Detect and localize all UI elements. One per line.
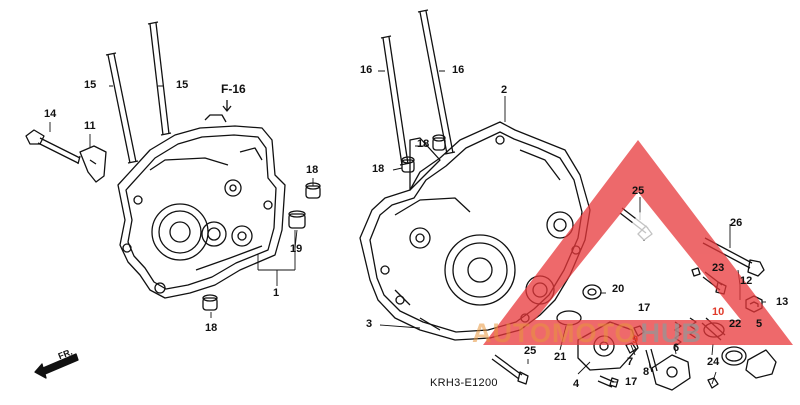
watermark-text-right: HUB [640,318,703,348]
callout-1: 1 [273,287,280,299]
callout-4: 4 [573,378,580,390]
ref-label: F-16 [221,82,246,96]
callout-3: 3 [366,318,373,330]
callout-2: 2 [501,84,508,96]
callout-18a: 18 [306,164,319,176]
dowels-right [401,134,446,173]
callout-26: 26 [730,217,743,229]
left-crankcase [117,114,286,299]
figure-code: KRH3-E1200 [430,377,498,389]
watermark-text-left: AUTOMOTO [472,318,637,348]
callout-6: 6 [673,342,680,354]
callout-15a: 15 [84,79,97,91]
callout-25b: 25 [524,345,537,357]
callout-19: 19 [290,243,303,255]
callout-18b: 18 [205,322,218,334]
ref-arrow [222,100,232,112]
right-crankcase [359,121,591,341]
callout-12: 12 [740,275,753,287]
callout-23: 23 [712,262,725,274]
watermark-triangle [483,140,793,345]
clip-11 [79,145,107,183]
callout-14: 14 [44,108,57,120]
bolt-14 [25,129,81,165]
callout-7: 7 [627,356,634,368]
callout-17a: 17 [638,302,651,314]
bolt-17-lower [597,375,619,388]
callout-21: 21 [554,351,567,363]
callout-22: 22 [729,318,742,330]
callout-8: 8 [643,366,650,378]
callout-13: 13 [776,296,789,308]
stud-bolts-16 [380,9,456,166]
callout-15b: 15 [176,79,189,91]
callout-20: 20 [612,283,625,295]
callout-11: 11 [84,120,96,132]
callout-16a: 16 [360,64,373,76]
callout-9: 9 [632,334,639,346]
front-arrow [34,353,79,379]
bolt-25-lower [491,354,529,385]
callout-5: 5 [756,318,763,330]
callout-16b: 16 [452,64,465,76]
oring-12 [691,267,701,277]
callout-25a: 25 [632,185,645,197]
callout-18d: 18 [372,163,385,175]
seal-20 [582,284,602,300]
callout-10: 10 [712,306,725,318]
stud-bolts-15 [105,21,172,164]
callout-24: 24 [707,356,720,368]
callout-18c: 18 [417,138,430,150]
callout-17b: 17 [625,376,638,388]
dowels-left [202,182,321,311]
bolt-24 [707,377,719,389]
